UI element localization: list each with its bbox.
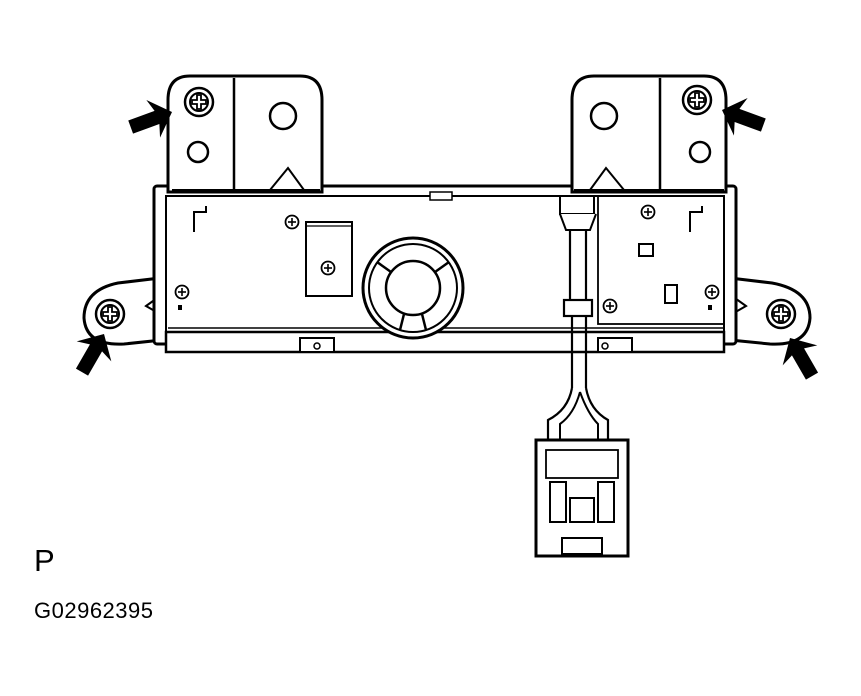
wire-connector-icon xyxy=(534,438,630,558)
cooling-fan-icon xyxy=(361,236,465,340)
phillips-screw-icon xyxy=(765,298,797,330)
internal-screw-icon xyxy=(284,214,300,230)
view-label: P xyxy=(34,543,55,578)
wire-harness xyxy=(546,195,610,440)
phillips-screw-icon xyxy=(681,84,713,116)
figure-id: G02962395 xyxy=(34,598,154,623)
internal-screw-icon xyxy=(602,298,618,314)
phillips-screw-icon xyxy=(94,298,126,330)
internal-screw-icon xyxy=(174,284,190,300)
left-panel-plate xyxy=(305,221,353,297)
internal-screw-icon xyxy=(640,204,656,220)
phillips-screw-icon xyxy=(183,86,215,118)
internal-screw-icon xyxy=(704,284,720,300)
internal-screw-icon xyxy=(320,260,336,276)
